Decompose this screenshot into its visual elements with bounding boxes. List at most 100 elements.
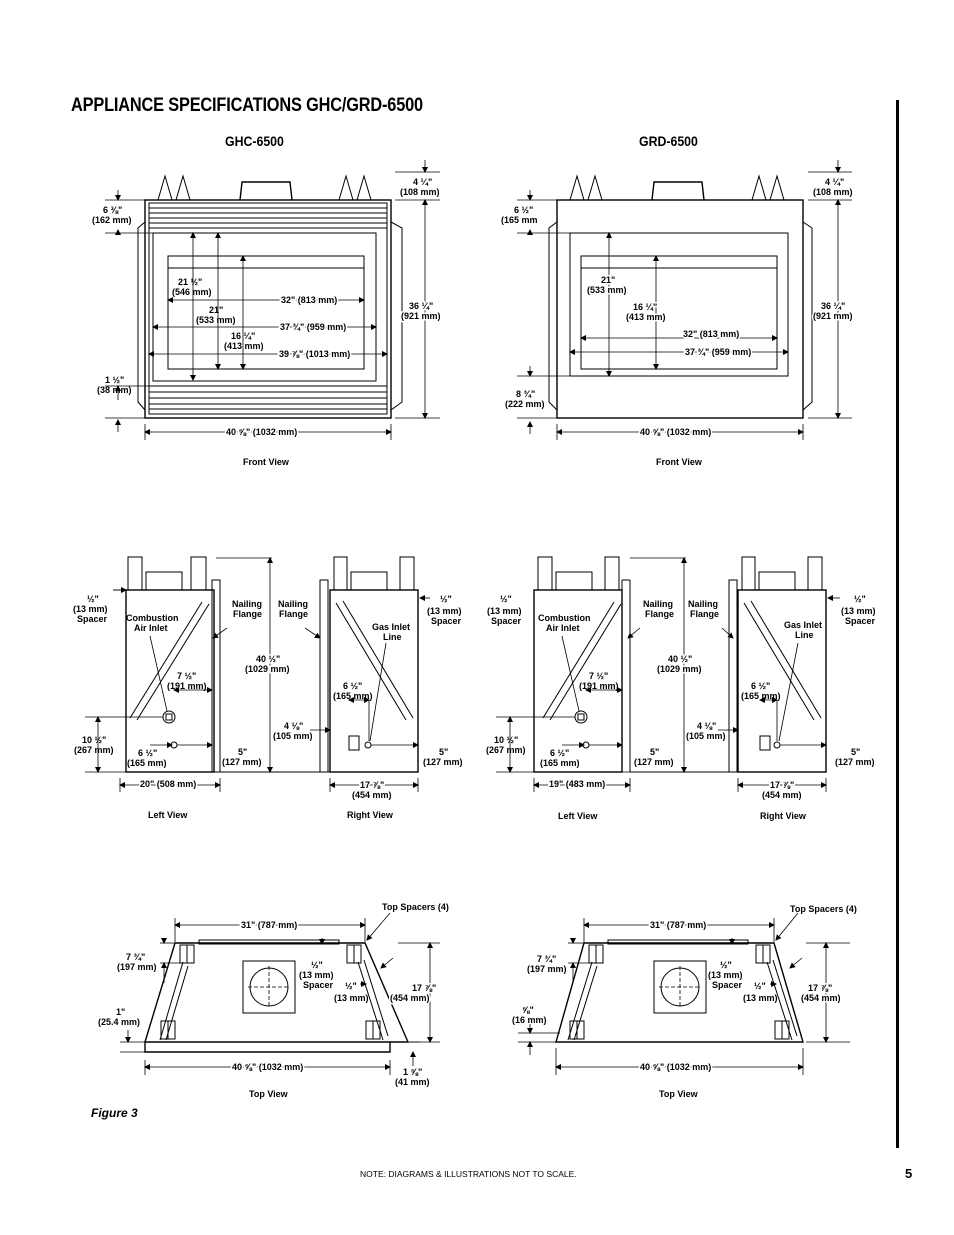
grd-l105-mm: (267 mm) xyxy=(486,745,526,755)
ghc-front-width: 40 ⅝" (1032 mm) xyxy=(226,427,297,437)
grd-top-view-label: Top View xyxy=(659,1089,699,1099)
grd-front-h2: 21" xyxy=(601,275,615,285)
grd-side-views: ½" (13 mm) Spacer Combustion Air Inlet N… xyxy=(486,556,876,821)
grd-front-bottom: 8 ¾" xyxy=(516,389,535,399)
grd-comb: Combustion xyxy=(538,613,591,623)
grd-top-sp-lbl: Spacer xyxy=(712,980,743,990)
grd-depth-l: 19" (483 mm) xyxy=(549,779,605,789)
page-margin-rule xyxy=(896,100,899,1148)
ghc-front-h2-mm: (533 mm) xyxy=(196,315,236,325)
grd-depth-r-mm: (454 mm) xyxy=(762,790,802,800)
ghc-d418-mm: (105 mm) xyxy=(273,731,313,741)
ghc-front-total-h-mm: (921 mm) xyxy=(401,311,441,321)
ghc-front-top-h-mm: (108 mm) xyxy=(400,187,440,197)
grd-r5-mm: (127 mm) xyxy=(835,757,875,767)
ghc-nail-r: Nailing xyxy=(278,599,308,609)
ghc-side-views: ½" (13 mm) Spacer Combustion Air Inlet N… xyxy=(73,556,463,820)
ghc-top-d734: 7 ¾" xyxy=(126,952,145,962)
grd-front-total-h-mm: (921 mm) xyxy=(813,311,853,321)
ghc-front-h2: 21" xyxy=(209,305,223,315)
grd-h405: 40 ½" xyxy=(668,654,692,664)
ghc-top-w31: 31" (787 mm) xyxy=(241,920,297,930)
page-title: APPLIANCE SPECIFICATIONS GHC/GRD-6500 xyxy=(71,95,423,116)
ghc-front-total-h: 36 ¼" xyxy=(409,301,433,311)
grd-d418-mm: (105 mm) xyxy=(686,731,726,741)
grd-top-sp2-mm: (13 mm) xyxy=(743,993,778,1003)
figure-caption: Figure 3 xyxy=(91,1106,138,1120)
ghc-h405-mm: (1029 mm) xyxy=(245,664,290,674)
ghc-front-bottom: 1 ½" xyxy=(105,375,124,385)
grd-front-top-h-mm: (108 mm) xyxy=(813,187,853,197)
grd-front-bottom-mm: (222 mm) xyxy=(505,399,545,409)
ghc-top-width: 40 ⅝" (1032 mm) xyxy=(232,1062,303,1072)
grd-front-top-h: 4 ¼" xyxy=(825,177,844,187)
grd-top-sp-mm: (13 mm) xyxy=(708,970,743,980)
ghc-r65: 6 ½" xyxy=(343,681,362,691)
grd-front-total-h: 36 ¼" xyxy=(821,301,845,311)
grd-spacer-r-mm: (13 mm) xyxy=(841,606,876,616)
ghc-depth-l: 20" (508 mm) xyxy=(140,779,196,789)
ghc-front-h1-mm: (546 mm) xyxy=(172,287,212,297)
grd-top-d58: ⅝" xyxy=(522,1005,534,1015)
grd-gas2: Line xyxy=(795,630,814,640)
ghc-top-d158-mm: (41 mm) xyxy=(395,1077,430,1087)
grd-comb2: Air Inlet xyxy=(546,623,580,633)
grd-c5: 5" xyxy=(650,747,659,757)
grd-front-h3: 16 ¼" xyxy=(633,302,657,312)
grd-top-d58-mm: (16 mm) xyxy=(512,1015,547,1025)
grd-spacer-l-lbl: Spacer xyxy=(491,616,522,626)
ghc-top-view-label: Top View xyxy=(249,1089,289,1099)
ghc-heading: GHC-6500 xyxy=(225,133,284,149)
ghc-l105: 10 ½" xyxy=(82,735,106,745)
ghc-top-d734-mm: (197 mm) xyxy=(117,962,157,972)
grd-h405-mm: (1029 mm) xyxy=(657,664,702,674)
grd-top-d1778: 17 ⅞" xyxy=(808,983,832,993)
ghc-spacer-r: ½" xyxy=(440,594,452,604)
grd-c5-mm: (127 mm) xyxy=(634,757,674,767)
ghc-front-view-label: Front View xyxy=(243,457,290,467)
ghc-top-view: 31" (787 mm) Top Spacers (4) 7 ¾" (197 m… xyxy=(98,902,449,1099)
grd-nail-l2: Flange xyxy=(645,609,674,619)
ghc-right-view-label: Right View xyxy=(347,810,394,820)
ghc-front-w3: 39 ⅞" (1013 mm) xyxy=(279,349,350,359)
ghc-h405: 40 ½" xyxy=(256,654,280,664)
grd-l65-mm: (165 mm) xyxy=(540,758,580,768)
ghc-front-h3-mm: (413 mm) xyxy=(224,341,264,351)
grd-d75: 7 ½" xyxy=(589,671,608,681)
ghc-top-d158: 1 ⅝" xyxy=(403,1067,422,1077)
ghc-top-d1-mm: (25.4 mm) xyxy=(98,1017,140,1027)
ghc-front-w1: 32" (813 mm) xyxy=(281,295,337,305)
grd-top-d1778-mm: (454 mm) xyxy=(801,993,841,1003)
grd-spacer-r-lbl: Spacer xyxy=(845,616,876,626)
grd-top-width: 40 ⅝" (1032 mm) xyxy=(640,1062,711,1072)
ghc-front-bottom-mm: (38 mm) xyxy=(97,385,132,395)
ghc-gas: Gas Inlet xyxy=(372,622,410,632)
ghc-depth-r: 17 ⅞" xyxy=(360,780,384,790)
ghc-d418: 4 ⅛" xyxy=(284,721,303,731)
ghc-front-top-h: 4 ¼" xyxy=(413,177,432,187)
grd-front-w1: 32" (813 mm) xyxy=(683,329,739,339)
ghc-top-sp-lbl: Spacer xyxy=(303,980,334,990)
ghc-depth-r-mm: (454 mm) xyxy=(352,790,392,800)
ghc-spacer-l: ½" xyxy=(87,594,99,604)
ghc-top-sp-mm: (13 mm) xyxy=(299,970,334,980)
ghc-top-d1778-mm: (454 mm) xyxy=(390,993,430,1003)
grd-front-w2: 37 ¾" (959 mm) xyxy=(685,347,751,357)
grd-r65: 6 ½" xyxy=(751,681,770,691)
ghc-left-view-label: Left View xyxy=(148,810,188,820)
grd-front-left-top-mm: (165 mm xyxy=(501,215,538,225)
grd-nail-l: Nailing xyxy=(643,599,673,609)
grd-nail-r2: Flange xyxy=(690,609,719,619)
grd-top-spacers: Top Spacers (4) xyxy=(790,904,857,914)
ghc-front-left-top-mm: (162 mm) xyxy=(92,215,132,225)
grd-spacer-l-mm: (13 mm) xyxy=(487,606,522,616)
grd-nail-r: Nailing xyxy=(688,599,718,609)
ghc-nail-l2: Flange xyxy=(233,609,262,619)
ghc-spacer-l-mm: (13 mm) xyxy=(73,604,108,614)
grd-front-width: 40 ⅝" (1032 mm) xyxy=(640,427,711,437)
ghc-top-sp: ½" xyxy=(311,960,323,970)
grd-spacer-l: ½" xyxy=(500,594,512,604)
grd-depth-r: 17 ⅞" xyxy=(770,780,794,790)
ghc-nail-r2: Flange xyxy=(279,609,308,619)
